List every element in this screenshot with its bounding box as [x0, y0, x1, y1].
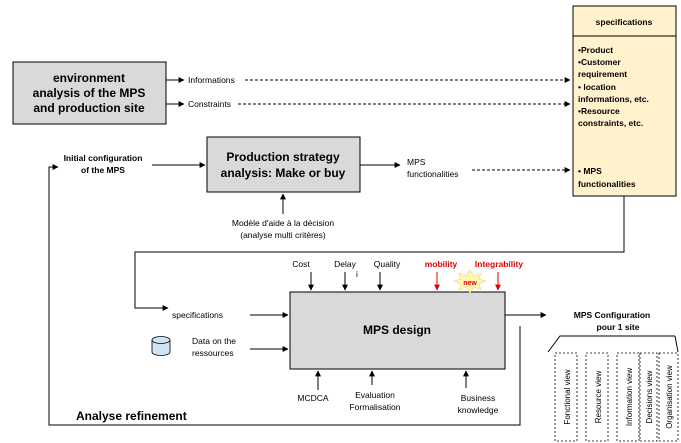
spec-item-resource: •Resource [578, 106, 620, 116]
input-formalisation: Formalisation [349, 402, 400, 412]
spec-item-mps: • MPS [578, 166, 602, 176]
spec-item-location: • location [578, 82, 616, 92]
views-bracket-right [674, 335, 679, 353]
input-evaluation: Evaluation [355, 390, 395, 400]
mps-design-title: MPS design [363, 323, 431, 337]
informations-label: Informations [188, 75, 235, 85]
mps-config-line2: pour 1 site [597, 322, 640, 332]
mps-config-line1: MPS Configuration [574, 310, 651, 320]
input-quality: Quality [374, 259, 401, 269]
spec-item-customer: •Customer [578, 57, 621, 67]
new-badge: new [453, 269, 487, 294]
spec-item-product: •Product [578, 45, 613, 55]
spec-item-resource-2: constraints, etc. [578, 118, 643, 128]
mps-functionalities-line2: functionalities [407, 169, 459, 179]
view-fonctional: Fonctional view [554, 352, 578, 442]
spec-item-customer-2: requirement [578, 69, 627, 79]
constraints-label: Constraints [188, 99, 231, 109]
analyse-refinement-loop [48, 164, 521, 426]
production-strategy-box: Production strategy analysis: Make or bu… [206, 136, 361, 193]
specifications-feedback-connector [134, 196, 625, 311]
input-specifications: specifications [172, 310, 223, 320]
environment-line1: environment [53, 71, 125, 85]
view-information-label: Information view [625, 368, 634, 426]
initial-config-line1: Initial configuration [64, 153, 143, 163]
spec-item-mps-2: functionalities [578, 179, 636, 189]
view-organisation-label: Organisation view [665, 365, 674, 429]
input-data-line2: ressources [192, 348, 234, 358]
input-delay: Delay [334, 259, 356, 269]
input-business: Business [461, 393, 496, 403]
environment-line3: and production site [33, 101, 145, 115]
initial-config-line2: of the MPS [81, 165, 125, 175]
specifications-panel: specifications •Product •Customer requir… [572, 5, 677, 197]
input-delay-sub: i [356, 269, 358, 279]
strategy-line2: analysis: Make or buy [221, 166, 346, 180]
strategy-line1: Production strategy [226, 150, 340, 164]
environment-line2: analysis of the MPS [33, 86, 146, 100]
specifications-title: specifications [596, 17, 653, 27]
input-mobility: mobility [425, 259, 458, 269]
mps-design-box: MPS design [289, 291, 506, 370]
input-mcdca: MCDCA [297, 393, 328, 403]
new-badge-label: new [463, 280, 477, 287]
view-resource-label: Resource view [594, 371, 603, 424]
decision-model-line1: Modèle d'aide à la décision [232, 218, 335, 228]
view-organisation: Organisation view [658, 352, 679, 442]
view-information: Information view [616, 352, 640, 442]
input-data-line1: Data on the [192, 336, 236, 346]
decision-model-line2: (analyse multi critères) [240, 230, 326, 240]
analyse-refinement-label: Analyse refinement [76, 409, 187, 423]
mps-functionalities-line1: MPS [407, 157, 426, 167]
input-integrability: Integrability [475, 259, 523, 269]
views-bracket [547, 335, 675, 353]
view-resource: Resource view [585, 352, 609, 442]
view-decisions: Decisions view [639, 352, 658, 442]
view-decisions-label: Decisions view [645, 370, 654, 423]
environment-analysis-box: environment analysis of the MPS and prod… [12, 61, 167, 125]
spec-item-location-2: informations, etc. [578, 94, 649, 104]
view-fonctional-label: Fonctional view [563, 369, 572, 424]
input-cost: Cost [292, 259, 310, 269]
database-icon [151, 336, 171, 356]
input-knowledge: knowledge [458, 405, 499, 415]
